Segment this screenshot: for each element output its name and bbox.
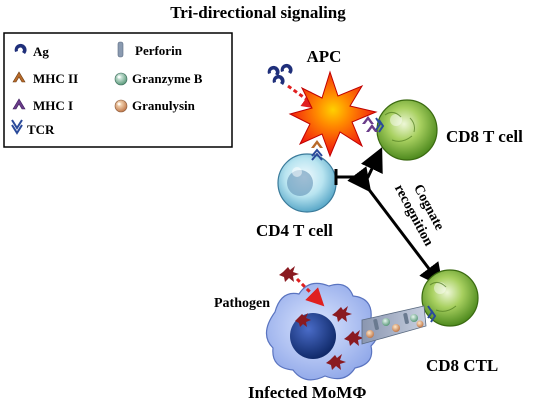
cognate-recognition-arrow — [347, 166, 444, 288]
cd4-to-cd8-arrow — [334, 147, 383, 185]
legend: Ag MHC II MHC I TCR Perforin Granzyme B — [3, 32, 233, 148]
diagram-title: Tri-directional signaling — [170, 3, 346, 22]
apc-cd4-synapse — [311, 140, 323, 161]
legend-label-perforin: Perforin — [135, 43, 183, 58]
infected-macrophage — [265, 282, 379, 381]
granule-channel — [361, 305, 427, 345]
cd8-t-cell-label: CD8 T cell — [446, 127, 523, 146]
cd8-ctl-cell — [421, 269, 479, 327]
legend-label-granzyme-b: Granzyme B — [132, 71, 203, 86]
pathogen-icon — [279, 266, 299, 282]
antigen-cluster — [267, 63, 293, 85]
granulysin-icon — [114, 99, 128, 113]
antigen-uptake-arrow — [287, 84, 321, 110]
cd4-t-cell — [277, 153, 337, 213]
intracellular-pathogens — [295, 306, 364, 370]
cd8-t-cell — [376, 99, 438, 161]
legend-label-mhc-ii: MHC II — [33, 71, 78, 86]
ctl-synapse — [427, 305, 437, 323]
legend-label-mhc-i: MHC I — [33, 98, 73, 113]
apc-cd8-synapse — [362, 116, 385, 133]
infected-macrophage-label: Infected MoMΦ — [248, 383, 366, 402]
legend-label-ag: Ag — [33, 44, 49, 59]
mhc-i-icon — [12, 98, 26, 110]
granzyme-b-icon — [114, 72, 128, 86]
legend-label-tcr: TCR — [27, 122, 55, 137]
apc-cell — [288, 70, 378, 158]
antigen-icon — [14, 43, 27, 54]
perforin-icon — [117, 41, 124, 58]
pathogen-label: Pathogen — [214, 296, 270, 311]
mhc-ii-icon — [12, 71, 26, 83]
cd4-t-cell-label: CD4 T cell — [256, 221, 333, 240]
legend-label-granulysin: Granulysin — [132, 98, 196, 113]
pathogen-entry-arrow — [295, 277, 325, 307]
tcr-icon — [11, 119, 23, 135]
cd8-ctl-label: CD8 CTL — [426, 356, 498, 375]
apc-label: APC — [307, 47, 342, 66]
